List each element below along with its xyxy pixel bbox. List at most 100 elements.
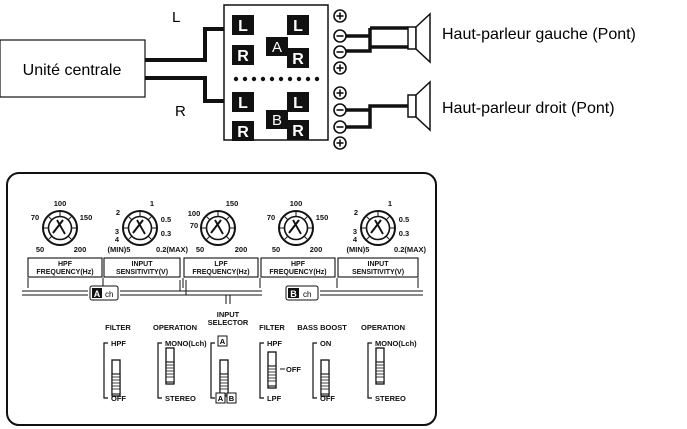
knob-scale: 100 xyxy=(290,199,303,208)
knob-scale: 50 xyxy=(36,245,44,254)
channel-bars xyxy=(22,278,423,304)
switch-position: OFF xyxy=(320,394,335,403)
switch-position: B xyxy=(229,394,235,403)
input-selector-switch[interactable] xyxy=(219,359,229,397)
switch-position: OFF xyxy=(286,365,301,374)
knob-scale: 150 xyxy=(316,213,329,222)
switch-position: MONO(Lch) xyxy=(165,339,207,348)
cable-left xyxy=(145,27,230,62)
terminal-b-r-l xyxy=(287,92,309,112)
terminal-a-r-r xyxy=(287,48,309,68)
knob-scale: 70 xyxy=(31,213,39,222)
switch-position: STEREO xyxy=(165,394,196,403)
sensitivity-b-knob[interactable] xyxy=(360,210,396,246)
channel-b-badge xyxy=(266,110,288,129)
terminal-label: R xyxy=(292,51,304,68)
knob-scale: 200 xyxy=(74,245,87,254)
channel-a-badge xyxy=(266,37,288,56)
knob-label: FREQUENCY(Hz) xyxy=(269,269,326,276)
hpf-a-label-box xyxy=(27,257,103,278)
switch-title: FILTER xyxy=(259,323,285,332)
operation-b-switch[interactable] xyxy=(375,347,385,385)
switch-title: BASS BOOST xyxy=(297,323,347,332)
channel-a-label: A xyxy=(272,39,282,56)
terminal-b-r-r xyxy=(287,120,309,140)
switch-position: A xyxy=(218,394,224,403)
terminal-label: R xyxy=(237,124,249,141)
selector-ab-box-b xyxy=(226,392,237,404)
switch-position: LPF xyxy=(267,394,282,403)
knob-scale: (MIN)5 xyxy=(108,245,131,254)
terminal-a-r xyxy=(232,45,254,65)
knob-label: SENSITIVITY(V) xyxy=(352,269,404,276)
terminal-label: L xyxy=(238,18,248,35)
filter-a-switch[interactable] xyxy=(111,359,121,397)
terminal-b-l xyxy=(232,92,254,112)
wire-speaker-right xyxy=(346,104,408,129)
switch-title: FILTER xyxy=(105,323,131,332)
switch-position: HPF xyxy=(267,339,282,348)
switch-position: OFF xyxy=(111,394,126,403)
terminal-label: R xyxy=(292,123,304,140)
bass-boost-switch[interactable] xyxy=(320,359,330,397)
knob-scale: 150 xyxy=(80,213,93,222)
terminal-label: L xyxy=(293,95,303,112)
knob-scale: 2 xyxy=(116,208,120,217)
selector-a-box xyxy=(217,335,228,347)
speaker-right-icon xyxy=(407,80,431,132)
channel-a-tag-suffix: ch xyxy=(105,290,113,299)
switch-position: MONO(Lch) xyxy=(375,339,417,348)
knob-scale: 0.2(MAX) xyxy=(156,245,189,254)
selector-ab-box-a xyxy=(215,392,226,404)
switch-title: INPUT xyxy=(217,310,240,319)
wire-speaker-left xyxy=(346,28,408,53)
knob-scale: 70 xyxy=(190,221,198,230)
hpf-b-label-box xyxy=(260,257,336,278)
knob-scale: 3 xyxy=(115,227,119,236)
knob-label: SENSITIVITY(V) xyxy=(116,269,168,276)
speaker-right-label: Haut-parleur droit (Pont) xyxy=(442,100,615,117)
hpf-a-knob[interactable] xyxy=(42,210,78,246)
terminal-b-r xyxy=(232,121,254,141)
knob-scale: 0.5 xyxy=(161,215,171,224)
switch-position: ON xyxy=(320,339,331,348)
knob-scale: 4 xyxy=(115,235,120,244)
switch-brackets xyxy=(103,342,372,399)
speaker-left-label: Haut-parleur gauche (Pont) xyxy=(442,26,636,43)
knob-scale: 1 xyxy=(388,199,392,208)
speaker-terminals-a xyxy=(333,9,347,75)
sensitivity-a-knob[interactable] xyxy=(122,210,158,246)
knob-scale: 0.3 xyxy=(161,229,171,238)
filter-b-switch[interactable] xyxy=(267,351,277,389)
label-left-channel: L xyxy=(172,9,180,26)
head-unit-label: Unité centrale xyxy=(23,62,122,79)
terminal-signs-a xyxy=(336,12,344,72)
switch-position: A xyxy=(220,337,226,346)
head-unit-box xyxy=(0,39,146,98)
knob-scale: 1 xyxy=(150,199,154,208)
hpf-b-knob[interactable] xyxy=(278,210,314,246)
speaker-left-icon xyxy=(407,12,431,64)
knob-scale: 150 xyxy=(226,199,239,208)
lpf-knob[interactable] xyxy=(200,210,236,246)
channel-b-label: B xyxy=(272,112,282,129)
switch-position: HPF xyxy=(111,339,126,348)
knob-scale: 200 xyxy=(235,245,248,254)
knob-label: HPF xyxy=(58,261,73,268)
knob-label: FREQUENCY(Hz) xyxy=(192,269,249,276)
channel-b-tag-badge xyxy=(288,288,299,298)
knob-scale: 200 xyxy=(310,245,323,254)
knob-scale: 0.5 xyxy=(399,215,409,224)
knob-label: INPUT xyxy=(132,261,154,268)
knob-label: HPF xyxy=(291,261,306,268)
switch-title: OPERATION xyxy=(153,323,197,332)
knob-scale: 50 xyxy=(272,245,280,254)
knob-label: FREQUENCY(Hz) xyxy=(36,269,93,276)
switch-position: STEREO xyxy=(375,394,406,403)
knob-scale: 3 xyxy=(353,227,357,236)
knob-scale: 0.3 xyxy=(399,229,409,238)
operation-a-switch[interactable] xyxy=(165,347,175,385)
terminal-label: R xyxy=(237,48,249,65)
lpf-label-box xyxy=(183,257,259,278)
